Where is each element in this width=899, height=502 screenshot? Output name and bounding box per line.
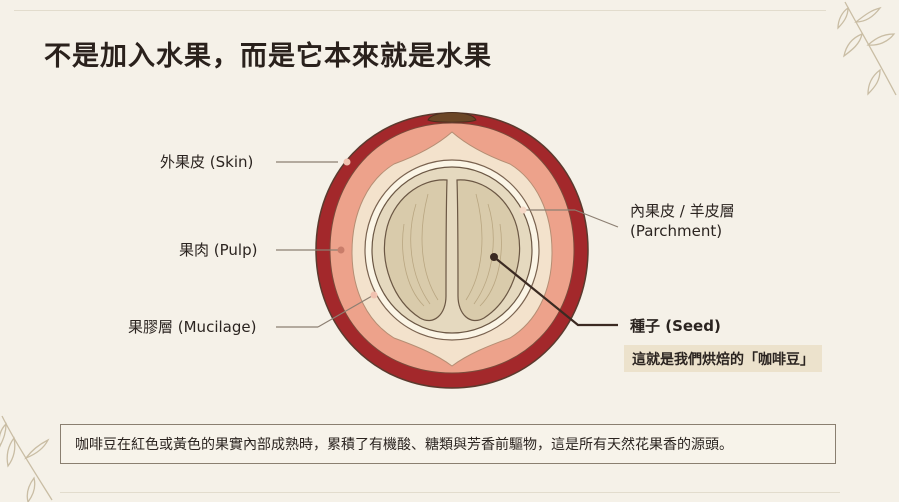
stem-cap (427, 112, 477, 123)
leaf-branch-decoration-top (837, 1, 897, 96)
label-pulp: 果肉 (Pulp) (179, 241, 258, 259)
seed-texture (402, 193, 502, 307)
leaf-branch-decoration-bottom (0, 415, 53, 502)
seed-leader-line (493, 256, 618, 327)
bottom-divider (60, 492, 840, 493)
seed-callout: 這就是我們烘焙的「咖啡豆」 (624, 345, 822, 372)
mucilage-marker (370, 291, 378, 299)
label-skin: 外果皮 (Skin) (160, 153, 254, 171)
label-parchment: 內果皮 / 羊皮層 (Parchment) (630, 201, 735, 241)
leader-lines (276, 161, 619, 328)
pulp-marker (337, 246, 345, 254)
page-title: 不是加入水果，而是它本來就是水果 (44, 41, 492, 72)
label-parchment-line2: (Parchment) (630, 222, 723, 240)
label-seed: 種子 (Seed) (630, 317, 721, 335)
label-parchment-line1: 內果皮 / 羊皮層 (630, 202, 735, 220)
parchment-marker (519, 206, 527, 214)
skin-marker (343, 158, 351, 166)
label-mucilage: 果膠層 (Mucilage) (128, 318, 257, 336)
top-divider (14, 10, 826, 11)
seed-marker (490, 253, 498, 261)
seed-left-half (383, 179, 448, 322)
info-note-text: 咖啡豆在紅色或黃色的果實內部成熟時，累積了有機酸、糖類與芳香前驅物，這是所有天然… (75, 437, 733, 453)
seed-right-half (456, 179, 521, 322)
info-note-box: 咖啡豆在紅色或黃色的果實內部成熟時，累積了有機酸、糖類與芳香前驅物，這是所有天然… (60, 424, 836, 464)
